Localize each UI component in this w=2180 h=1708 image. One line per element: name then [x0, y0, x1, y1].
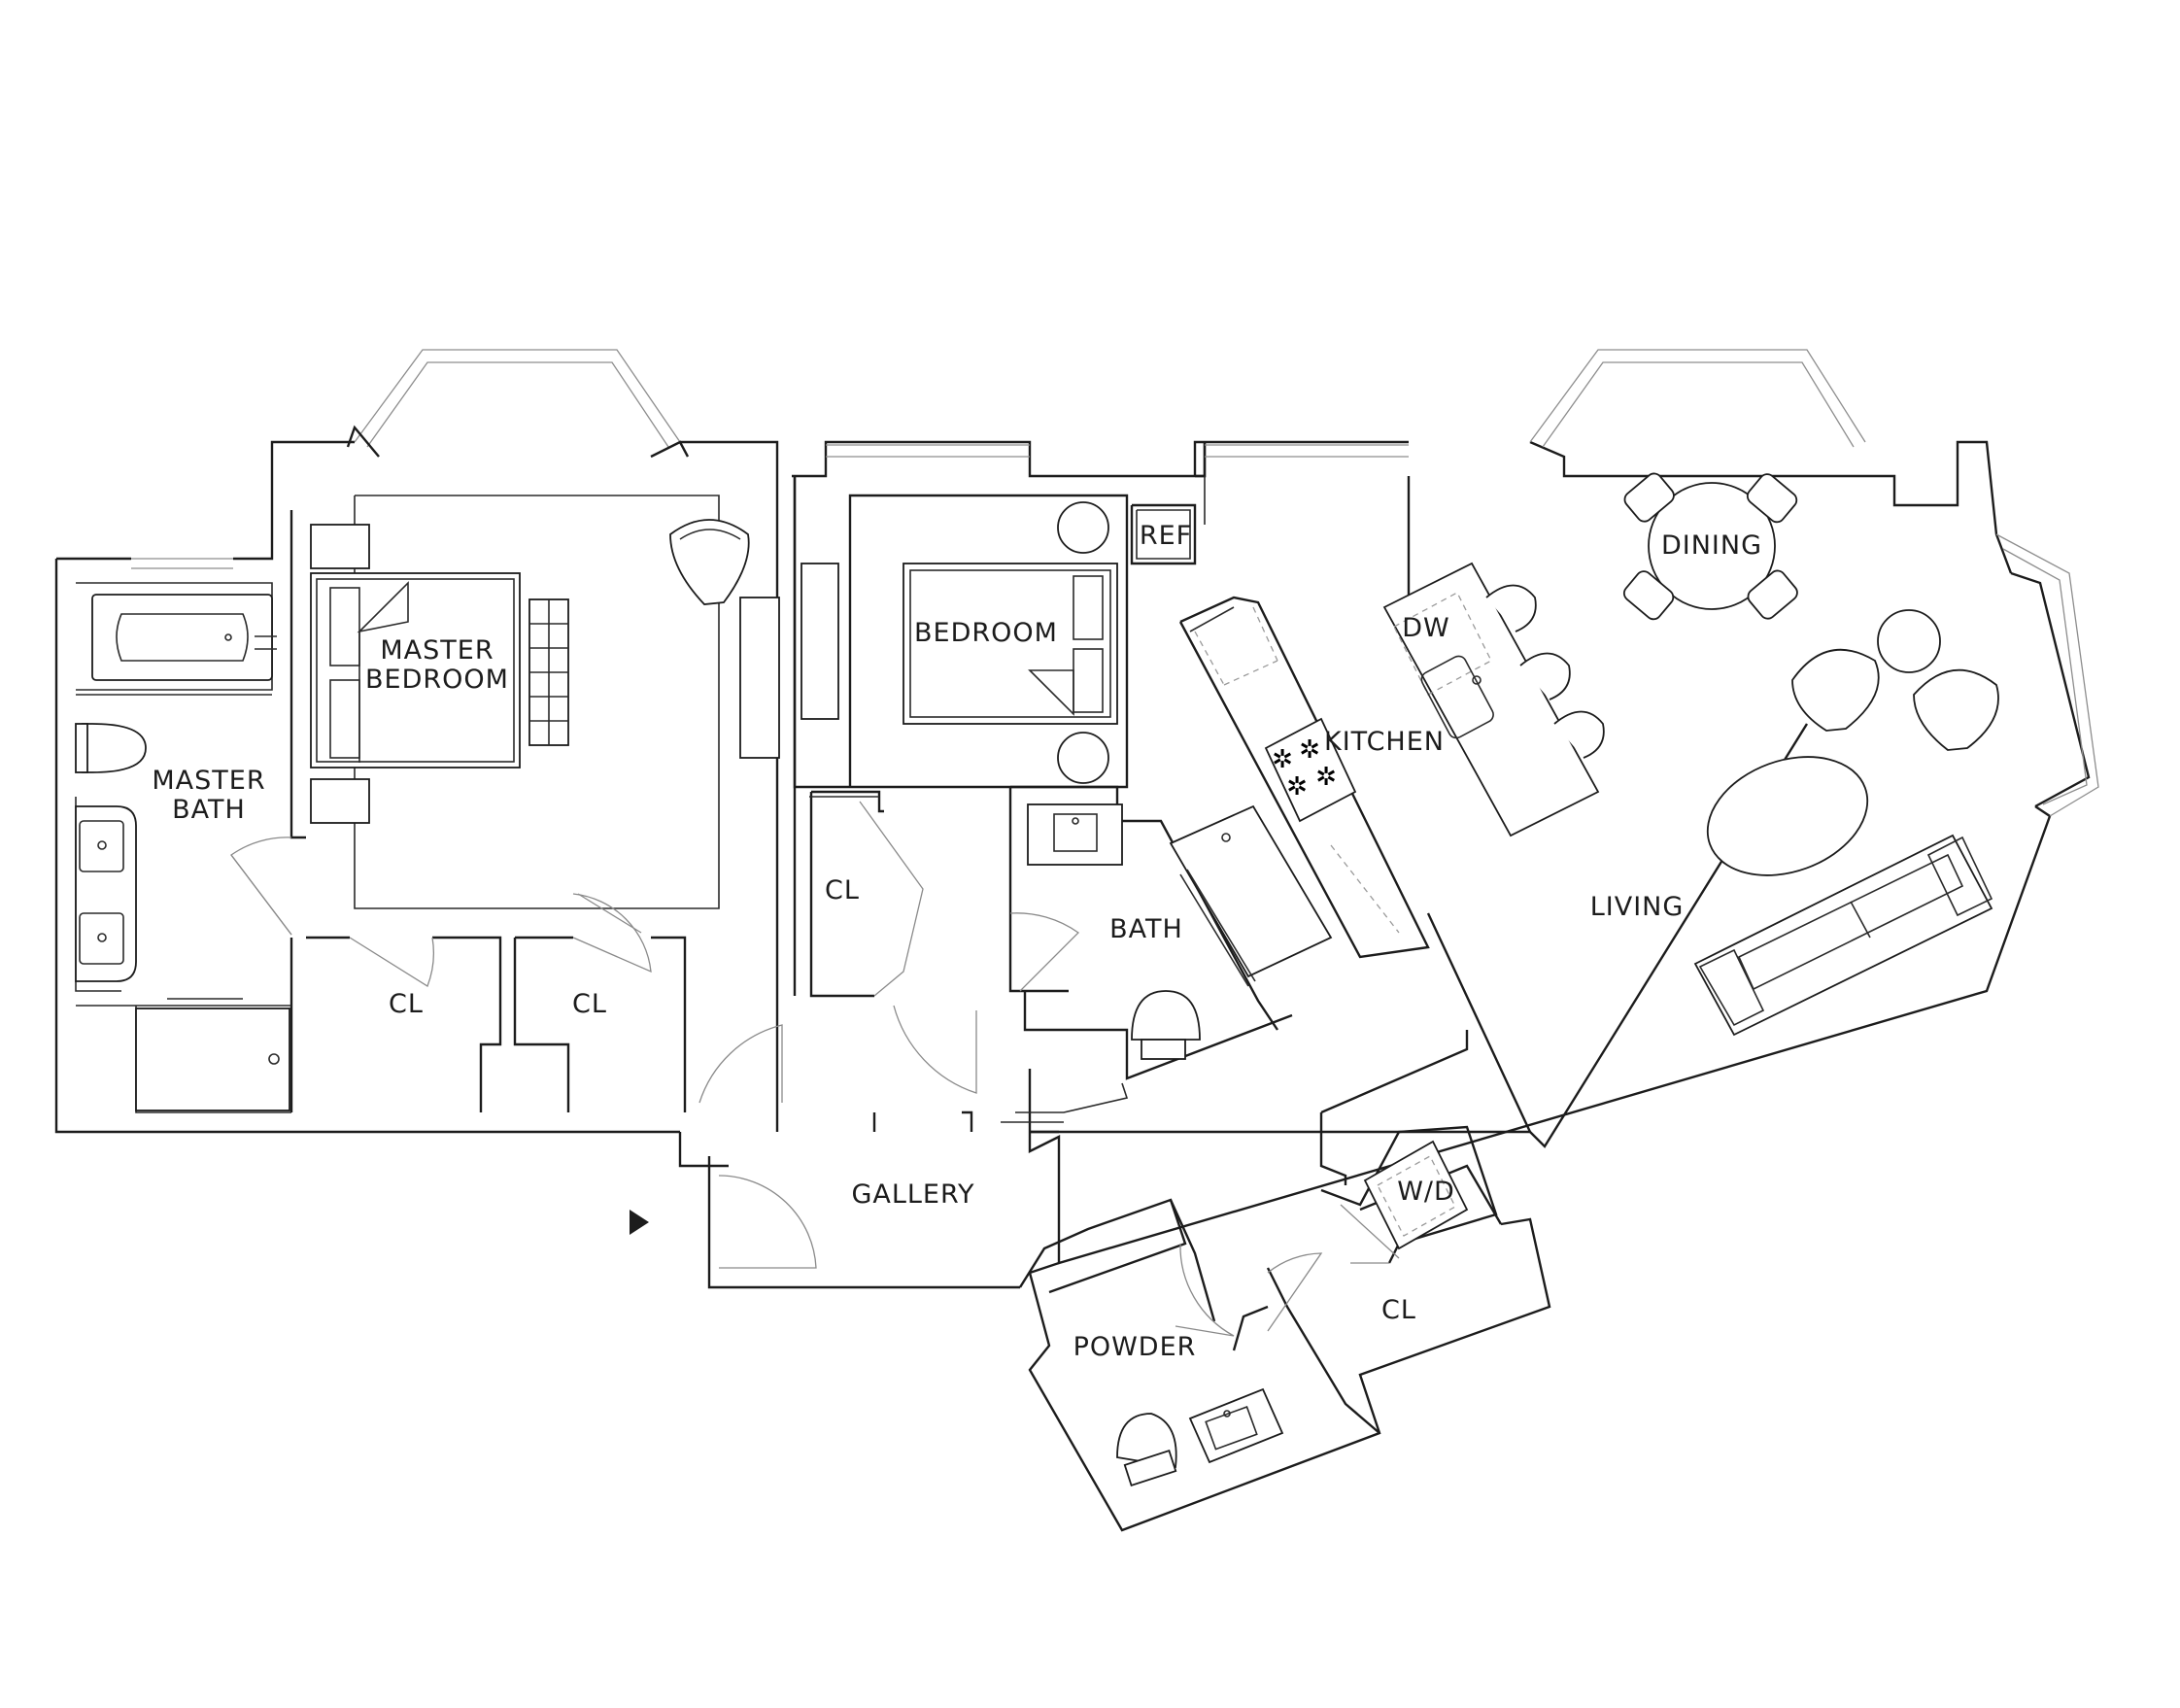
bay-window-living — [1995, 533, 2099, 817]
label-wd: W/D — [1397, 1177, 1455, 1207]
label-closet-master-2: CL — [572, 989, 607, 1019]
label-dining: DINING — [1661, 530, 1762, 561]
vanity-bath — [1027, 803, 1123, 866]
label-living: LIVING — [1590, 892, 1685, 922]
bedroom-bed — [800, 501, 1118, 784]
label-dw: DW — [1402, 613, 1450, 643]
dining-table — [1622, 472, 1798, 621]
label-master-bedroom-line2: BEDROOM — [365, 665, 509, 695]
svg-text:✲: ✲ — [1315, 763, 1337, 792]
label-bath: BATH — [1109, 914, 1183, 944]
label-kitchen: KITCHEN — [1324, 727, 1445, 757]
living-armchairs — [1791, 609, 1999, 751]
window-strips — [131, 444, 1409, 569]
kitchen-counter-dashes — [1194, 606, 1400, 934]
washer-dryer — [1363, 1140, 1469, 1250]
label-powder: POWDER — [1073, 1332, 1197, 1362]
entry-arrow-icon — [630, 1210, 649, 1235]
dresser-master — [739, 597, 780, 759]
toilet-master-bath — [75, 723, 147, 773]
coffee-table — [1706, 756, 1869, 876]
label-ref: REF — [1140, 521, 1192, 551]
shower-bath — [1169, 804, 1333, 987]
master-bed — [310, 524, 569, 824]
kitchen-island — [1382, 562, 1605, 837]
label-master-bedroom-line1: MASTER — [380, 635, 494, 666]
armchair-master — [669, 519, 750, 605]
label-closet-master-1: CL — [389, 989, 424, 1019]
svg-text:✲: ✲ — [1272, 745, 1293, 774]
label-bedroom: BEDROOM — [914, 618, 1058, 648]
bathtub — [91, 594, 277, 681]
range: ✲ ✲ ✲ ✲ — [1264, 717, 1357, 823]
door-swings — [230, 801, 1400, 1337]
label-closet-bedroom: CL — [825, 875, 860, 905]
label-master-bath-line1: MASTER — [152, 766, 265, 796]
bay-window-dining — [1529, 349, 1866, 448]
sofa — [1693, 834, 1993, 1037]
label-closet-wd: CL — [1381, 1295, 1416, 1325]
svg-text:✲: ✲ — [1299, 735, 1320, 765]
toilet-powder — [1116, 1413, 1177, 1487]
bay-window-master — [346, 349, 690, 459]
toilet-bath — [1131, 990, 1201, 1060]
master-bath-cabinet — [135, 998, 290, 1111]
room-labels: MASTER BEDROOM MASTER BATH BEDROOM BATH … — [152, 521, 1762, 1362]
svg-text:✲: ✲ — [1286, 772, 1308, 802]
label-gallery: GALLERY — [851, 1179, 974, 1210]
double-vanity — [75, 805, 137, 982]
label-master-bath-line2: BATH — [172, 795, 246, 825]
powder-vanity — [1188, 1387, 1284, 1464]
